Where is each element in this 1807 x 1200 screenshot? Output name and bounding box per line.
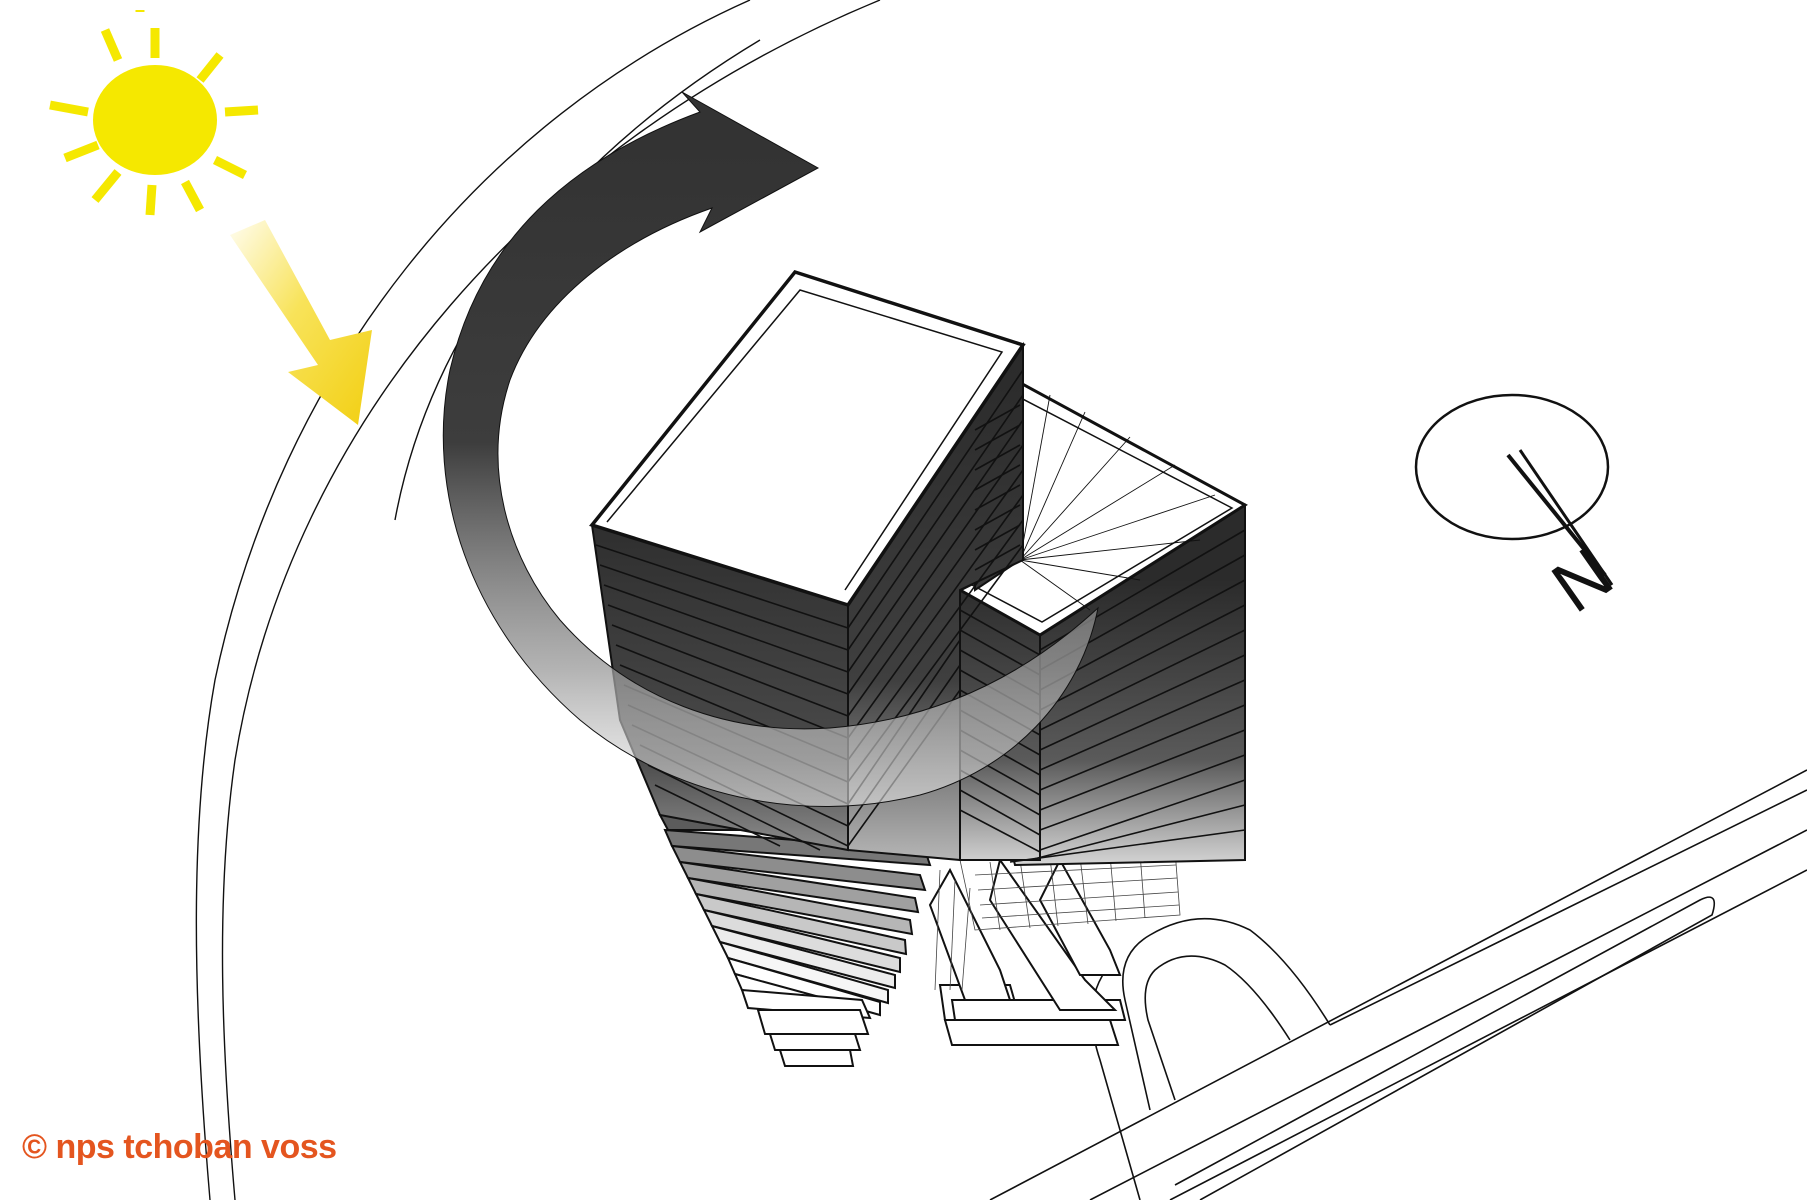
copyright-credit: © nps tchoban voss	[22, 1128, 337, 1166]
sunlight-arrow-icon	[230, 220, 372, 425]
podium-steps	[928, 857, 1127, 1046]
sun-icon	[49, 10, 259, 216]
north-label: N	[1538, 533, 1626, 628]
sun-path-arrow-icon	[442, 91, 1099, 807]
north-compass-icon	[1414, 393, 1614, 586]
right-tower	[956, 377, 1248, 867]
